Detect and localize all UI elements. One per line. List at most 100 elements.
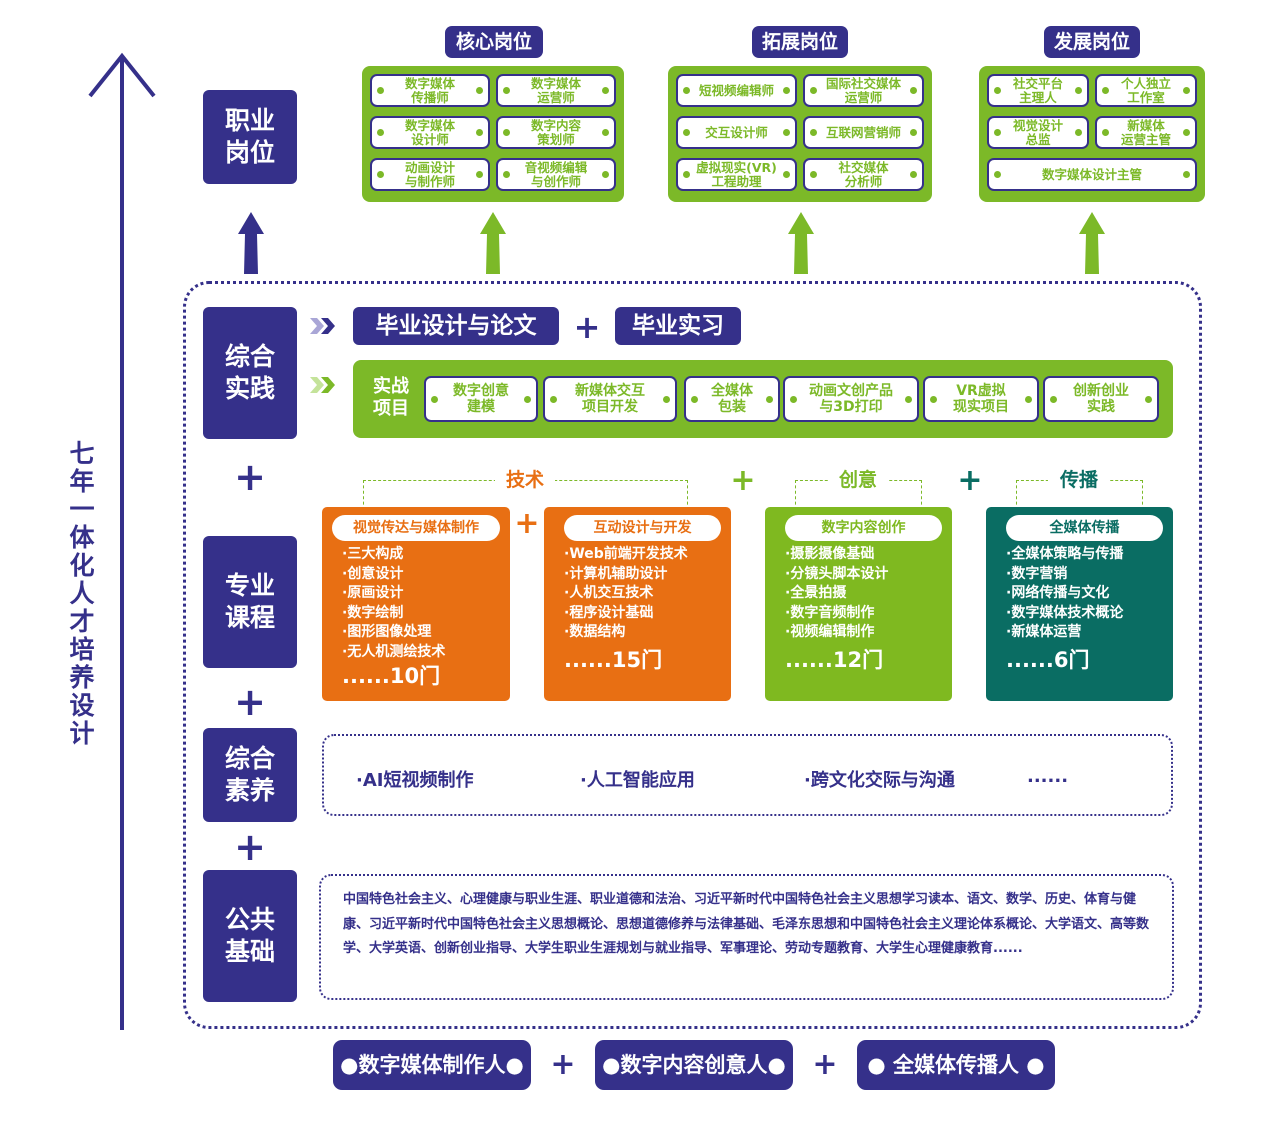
course-item: ·全媒体策略与传播: [1006, 546, 1124, 562]
course-box-communication: 全媒体传播 ·全媒体策略与传播 ·数字营销 ·网络传播与文化 ·数字媒体技术概论…: [986, 507, 1173, 701]
group-label-communication: 传播: [1048, 468, 1110, 492]
job-item: 新媒体 运营主管: [1095, 116, 1197, 149]
literacy-box: ·AI短视频制作 ·人工智能应用 ·跨文化交际与沟通 ......: [322, 734, 1173, 816]
plus-sign: +: [812, 1047, 838, 1082]
plus-sign: +: [550, 1047, 576, 1082]
training-system-frame: [183, 281, 1202, 1029]
course-count: ......12门: [785, 647, 884, 672]
plus-sign: +: [234, 680, 266, 724]
public-basics-box: 中国特色社会主义、心理健康与职业生涯、职业道德和法治、习近平新时代中国特色社会主…: [319, 874, 1174, 1000]
extended-jobs-panel: 短视频编辑师 国际社交媒体 运营师 交互设计师 互联网营销师 虚拟现实(VR) …: [668, 66, 932, 202]
course-item: ·新媒体运营: [1006, 624, 1082, 641]
plus-sign: +: [514, 506, 540, 541]
literacy-item: ·跨文化交际与沟通: [804, 770, 955, 791]
course-item: ·视频编辑制作: [785, 624, 875, 641]
chevron-double-right-icon: [310, 377, 335, 393]
course-item: ·图形图像处理: [342, 624, 432, 641]
course-title: 互动设计与开发: [564, 515, 721, 541]
literacy-item: ·人工智能应用: [580, 770, 695, 791]
course-item: ·无人机测绘技术: [342, 643, 446, 660]
job-item: 音视频编辑 与创作师: [496, 158, 616, 191]
job-item: 视觉设计 总监: [987, 116, 1089, 149]
talent-type-content-creator: ●数字内容创意人●: [595, 1040, 793, 1090]
job-item: 社交媒体 分析师: [803, 158, 924, 191]
section-title-development-jobs: 发展岗位: [1044, 26, 1140, 58]
course-box-content: 数字内容创作 ·摄影摄像基础 ·分镜头脚本设计 ·全景拍摄 ·数字音频制作 ·视…: [765, 507, 952, 701]
development-jobs-panel: 社交平台 主理人 个人独立 工作室 视觉设计 总监 新媒体 运营主管 数字媒体设…: [979, 66, 1205, 202]
up-arrow-icon: [238, 212, 264, 274]
course-item: ·创意设计: [342, 565, 404, 582]
course-item: ·数字媒体技术概论: [1006, 604, 1124, 621]
group-label-tech: 技术: [495, 468, 555, 492]
talent-type-all-media-communicator: ● 全媒体传播人 ●: [857, 1040, 1055, 1090]
plus-sign: +: [234, 455, 266, 499]
projects-panel: 实战 项目 数字创意 建模 新媒体交互 项目开发 全媒体 包装 动画文创产品 与…: [353, 360, 1173, 438]
timeline-axis-line: [120, 58, 124, 1030]
job-item: 数字媒体 运营师: [496, 74, 616, 107]
talent-type-media-producer: ●数字媒体制作人●: [333, 1040, 531, 1090]
course-item: ·Web前端开发技术: [564, 546, 688, 562]
project-item: 创新创业 实践: [1043, 376, 1159, 422]
job-item: 互联网营销师: [803, 116, 924, 149]
course-item: ·数字音频制作: [785, 604, 875, 621]
core-jobs-panel: 数字媒体 传播师 数字媒体 运营师 数字媒体 设计师 数字内容 策划师 动画设计…: [362, 66, 624, 202]
project-item: 全媒体 包装: [684, 376, 780, 422]
project-item: VR虚拟 现实项目: [923, 376, 1039, 422]
internship-label: 毕业实习: [615, 307, 741, 345]
job-item: 数字媒体 设计师: [370, 116, 490, 149]
course-item: ·人机交互技术: [564, 585, 654, 602]
course-item: ·摄影摄像基础: [785, 546, 875, 562]
course-count: ......15门: [564, 647, 663, 672]
course-box-visual: 视觉传达与媒体制作 ·三大构成 ·创意设计 ·原画设计 ·数字绘制 ·图形图像处…: [322, 507, 510, 701]
course-item: ·数据结构: [564, 624, 626, 641]
up-arrow-icon: [788, 212, 814, 274]
literacy-item: ·AI短视频制作: [356, 770, 474, 791]
job-item: 社交平台 主理人: [987, 74, 1089, 107]
job-item: 个人独立 工作室: [1095, 74, 1197, 107]
project-item: 动画文创产品 与3D打印: [783, 376, 919, 422]
category-practice: 综合 实践: [203, 307, 297, 439]
category-public-basics: 公共 基础: [203, 870, 297, 1002]
job-item: 交互设计师: [676, 116, 797, 149]
course-item: ·三大构成: [342, 546, 404, 562]
job-item: 动画设计 与制作师: [370, 158, 490, 191]
course-item: ·数字营销: [1006, 565, 1068, 582]
course-item: ·全景拍摄: [785, 585, 847, 602]
course-item: ·原画设计: [342, 585, 404, 602]
up-arrow-icon: [1079, 212, 1105, 274]
course-title: 数字内容创作: [785, 515, 942, 541]
course-title: 全媒体传播: [1006, 515, 1163, 541]
project-item: 新媒体交互 项目开发: [543, 376, 677, 422]
projects-label: 实战 项目: [373, 376, 409, 419]
public-basics-text: 中国特色社会主义、心理健康与职业生涯、职业道德和法治、习近平新时代中国特色社会主…: [343, 892, 1150, 956]
category-major-courses: 专业 课程: [203, 536, 297, 668]
category-career: 职业 岗位: [203, 90, 297, 184]
up-arrow-icon: [480, 212, 506, 274]
section-title-core-jobs: 核心岗位: [445, 26, 543, 58]
chevron-double-right-icon: [310, 318, 335, 334]
project-item: 数字创意 建模: [424, 376, 538, 422]
course-item: ·数字绘制: [342, 604, 404, 621]
course-title: 视觉传达与媒体制作: [332, 515, 500, 541]
plus-sign: +: [730, 463, 756, 498]
job-item: 国际社交媒体 运营师: [803, 74, 924, 107]
job-item: 数字媒体设计主管: [987, 158, 1197, 191]
course-count: ......10门: [342, 663, 441, 688]
plus-sign: +: [234, 825, 266, 869]
literacy-item: ......: [1027, 766, 1069, 787]
group-label-creative: 创意: [828, 468, 888, 492]
category-literacy: 综合 素养: [203, 728, 297, 822]
course-count: ......6门: [1006, 647, 1090, 672]
axis-title: 七年一体化人才培养设计: [69, 439, 95, 748]
plus-sign: +: [957, 463, 983, 498]
course-item: ·分镜头脚本设计: [785, 565, 889, 582]
plus-sign: +: [573, 308, 601, 346]
graduation-design-label: 毕业设计与论文: [353, 307, 559, 345]
section-title-extended-jobs: 拓展岗位: [752, 26, 848, 58]
job-item: 数字媒体 传播师: [370, 74, 490, 107]
job-item: 虚拟现实(VR) 工程助理: [676, 158, 797, 191]
job-item: 短视频编辑师: [676, 74, 797, 107]
course-item: ·程序设计基础: [564, 604, 654, 621]
course-box-interaction: 互动设计与开发 ·Web前端开发技术 ·计算机辅助设计 ·人机交互技术 ·程序设…: [544, 507, 731, 701]
course-item: ·计算机辅助设计: [564, 565, 668, 582]
